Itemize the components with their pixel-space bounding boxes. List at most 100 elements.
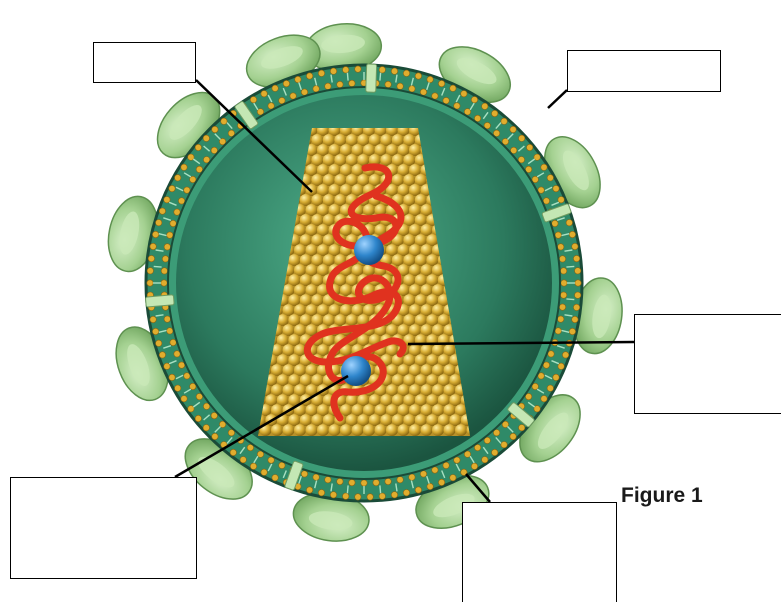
lipid-head bbox=[349, 80, 355, 86]
lipid-head bbox=[313, 86, 319, 92]
lipid-head bbox=[558, 316, 564, 322]
lipid-head bbox=[555, 328, 561, 334]
lipid-head bbox=[164, 363, 170, 369]
capsid-protein bbox=[386, 424, 398, 436]
lipid-head bbox=[261, 469, 267, 475]
lipid-head bbox=[147, 268, 153, 274]
label-box-bottom-right[interactable] bbox=[462, 502, 617, 602]
lipid-tail bbox=[380, 485, 381, 493]
lipid-head bbox=[482, 103, 488, 109]
lipid-head bbox=[541, 164, 547, 170]
label-box-top-right[interactable] bbox=[567, 50, 721, 92]
lipid-head bbox=[167, 328, 173, 334]
capsid-protein bbox=[409, 424, 421, 436]
lipid-head bbox=[337, 478, 343, 484]
lipid-head bbox=[164, 197, 170, 203]
lipid-head bbox=[367, 494, 373, 500]
lipid-head bbox=[170, 339, 176, 345]
lipid-head bbox=[306, 487, 312, 493]
lipid-head bbox=[290, 93, 296, 99]
capsid-protein bbox=[317, 224, 329, 236]
capsid-protein bbox=[340, 424, 352, 436]
capsid-protein bbox=[283, 424, 295, 436]
lipid-head bbox=[283, 80, 289, 86]
lipid-head bbox=[272, 475, 278, 481]
lipid-head bbox=[391, 68, 397, 74]
lipid-head bbox=[397, 83, 403, 89]
lipid-head bbox=[295, 76, 301, 82]
lipid-head bbox=[174, 209, 180, 215]
lipid-head bbox=[450, 85, 456, 91]
capsid-protein bbox=[352, 424, 364, 436]
lipid-head bbox=[561, 280, 567, 286]
lipid-head bbox=[562, 352, 568, 358]
capsid-protein bbox=[375, 424, 387, 436]
lipid-tail bbox=[566, 266, 574, 267]
lipid-head bbox=[432, 467, 438, 473]
lipid-head bbox=[492, 449, 498, 455]
lipid-head bbox=[575, 268, 581, 274]
lipid-head bbox=[161, 268, 167, 274]
lipid-head bbox=[450, 475, 456, 481]
lipid-head bbox=[569, 231, 575, 237]
lipid-head bbox=[527, 144, 533, 150]
lipid-head bbox=[558, 197, 564, 203]
lipid-tail bbox=[347, 73, 348, 81]
lipid-head bbox=[169, 185, 175, 191]
capsid-protein bbox=[421, 224, 433, 236]
lipid-head bbox=[195, 415, 201, 421]
lipid-head bbox=[420, 89, 426, 95]
lipid-head bbox=[170, 220, 176, 226]
capsid-protein bbox=[398, 424, 410, 436]
lipid-head bbox=[575, 280, 581, 286]
lipid-head bbox=[349, 479, 355, 485]
lipid-head bbox=[337, 81, 343, 87]
lipid-head bbox=[203, 425, 209, 431]
matrix-connector bbox=[366, 64, 377, 92]
figure-caption: Figure 1 bbox=[621, 484, 703, 508]
lipid-head bbox=[391, 492, 397, 498]
lipid-head bbox=[415, 487, 421, 493]
lipid-tail bbox=[347, 485, 348, 493]
lipid-head bbox=[519, 135, 525, 141]
lipid-head bbox=[415, 73, 421, 79]
capsid-protein bbox=[294, 224, 306, 236]
lipid-head bbox=[212, 433, 218, 439]
capsid-protein bbox=[329, 424, 341, 436]
capsid-protein bbox=[421, 424, 433, 436]
lipid-head bbox=[482, 457, 488, 463]
lipid-head bbox=[325, 477, 331, 483]
lipid-head bbox=[409, 474, 415, 480]
lipid-head bbox=[250, 463, 256, 469]
enzyme-sphere-upper bbox=[354, 235, 384, 265]
lipid-head bbox=[501, 118, 507, 124]
label-box-bottom-left[interactable] bbox=[10, 477, 197, 579]
lipid-head bbox=[240, 457, 246, 463]
capsid-protein bbox=[444, 424, 456, 436]
lipid-head bbox=[164, 244, 170, 250]
lipid-head bbox=[195, 144, 201, 150]
lipid-head bbox=[471, 97, 477, 103]
lipid-head bbox=[152, 231, 158, 237]
lipid-head bbox=[330, 492, 336, 498]
lipid-head bbox=[318, 70, 324, 76]
lipid-head bbox=[379, 67, 385, 73]
label-box-mid-right[interactable] bbox=[634, 314, 781, 414]
label-box-top-left[interactable] bbox=[93, 42, 196, 83]
lipid-head bbox=[230, 449, 236, 455]
lipid-head bbox=[510, 126, 516, 132]
lipid-head bbox=[461, 91, 467, 97]
lipid-head bbox=[385, 478, 391, 484]
lipid-head bbox=[558, 244, 564, 250]
lipid-tail bbox=[380, 73, 381, 81]
lipid-head bbox=[572, 243, 578, 249]
lipid-head bbox=[403, 490, 409, 496]
lipid-head bbox=[301, 471, 307, 477]
lipid-head bbox=[432, 93, 438, 99]
capsid-protein bbox=[317, 424, 329, 436]
lipid-head bbox=[543, 198, 549, 204]
lipid-head bbox=[148, 255, 154, 261]
lipid-head bbox=[553, 185, 559, 191]
lipid-head bbox=[167, 232, 173, 238]
lipid-head bbox=[212, 126, 218, 132]
